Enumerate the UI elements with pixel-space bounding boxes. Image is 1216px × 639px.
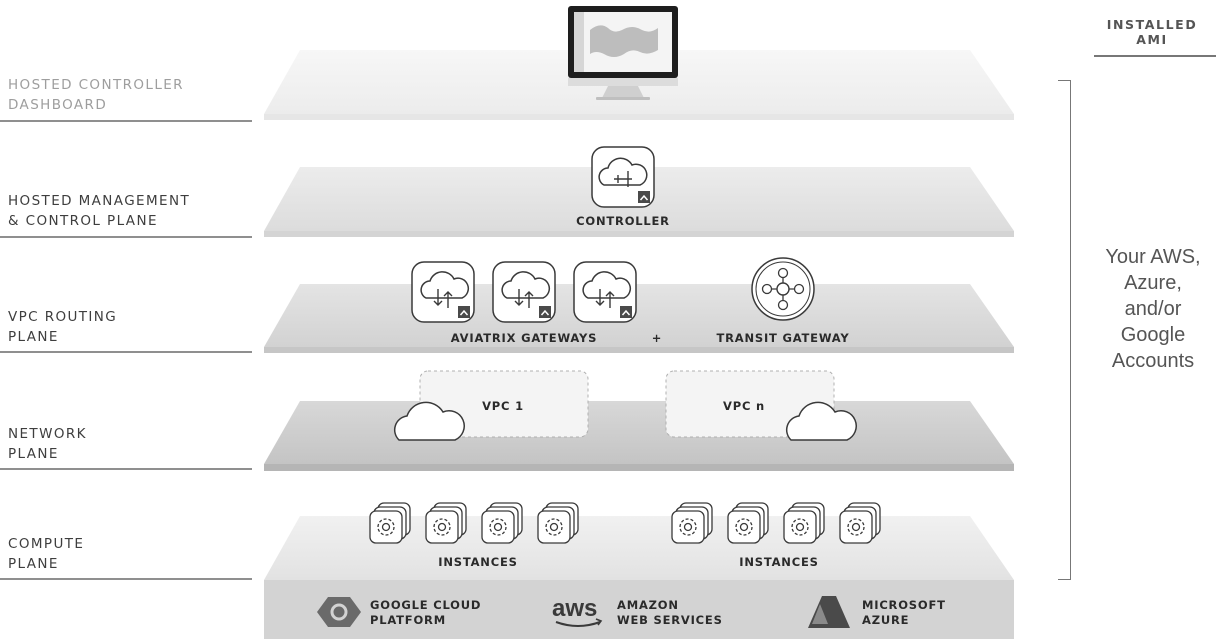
transit-gateway-label: TRANSIT GATEWAY: [716, 331, 849, 345]
layer-divider: [0, 578, 252, 580]
instance-stack-icon: [727, 502, 769, 544]
plus-sign: +: [652, 331, 662, 345]
installed-divider: [1094, 55, 1216, 57]
google-cloud-icon: [317, 597, 361, 627]
layer-divider: [0, 351, 252, 353]
transit-gateway-icon: [751, 257, 815, 321]
instance-stack-icon: [839, 502, 881, 544]
azure-icon: [808, 596, 850, 628]
svg-text:aws: aws: [552, 595, 597, 622]
microsoft-azure-label: MICROSOFT AZURE: [862, 598, 946, 627]
accounts-bracket: [1058, 80, 1071, 580]
aws-logo-icon: aws: [552, 595, 603, 627]
instance-stack-icon: [425, 502, 467, 544]
controller-label: CONTROLLER: [576, 214, 670, 228]
instance-stack-icon: [783, 502, 825, 544]
provider-strip: [264, 580, 1014, 639]
instance-stack-icon: [537, 502, 579, 544]
instances-left-label: INSTANCES: [438, 555, 517, 569]
instance-stack-icon: [671, 502, 713, 544]
layer-divider: [0, 468, 252, 470]
layer-label-vpc-routing: VPC ROUTING PLANE: [8, 309, 118, 345]
aviatrix-gateway-icon: [411, 261, 475, 323]
layer-label-dashboard: HOSTED CONTROLLER DASHBOARD: [8, 77, 184, 113]
controller-icon: [591, 146, 655, 208]
layer-label-management: HOSTED MANAGEMENT & CONTROL PLANE: [8, 193, 191, 229]
layer-label-compute: COMPUTE PLANE: [8, 536, 85, 572]
plane-network: [264, 401, 1014, 471]
accounts-label: Your AWS, Azure, and/or Google Accounts: [1105, 246, 1201, 372]
dashboard-monitor-icon: [568, 6, 678, 100]
amazon-web-services-label: AMAZON WEB SERVICES: [617, 598, 723, 627]
layer-divider: [0, 120, 252, 122]
aviatrix-gateways-label: AVIATRIX GATEWAYS: [451, 331, 597, 345]
instance-stack-icon: [369, 502, 411, 544]
google-cloud-label: GOOGLE CLOUD PLATFORM: [370, 598, 482, 627]
instance-stack-icon: [481, 502, 523, 544]
instances-right-label: INSTANCES: [739, 555, 818, 569]
vpc-1-label: VPC 1: [482, 399, 524, 413]
layer-label-network: NETWORK PLANE: [8, 426, 87, 462]
aviatrix-gateway-icon: [573, 261, 637, 323]
layer-divider: [0, 236, 252, 238]
aviatrix-gateway-icon: [492, 261, 556, 323]
vpc-n-label: VPC n: [723, 399, 765, 413]
installed-ami-label: INSTALLED AMI: [1106, 17, 1198, 47]
plane-vpc-routing: [264, 284, 1014, 353]
